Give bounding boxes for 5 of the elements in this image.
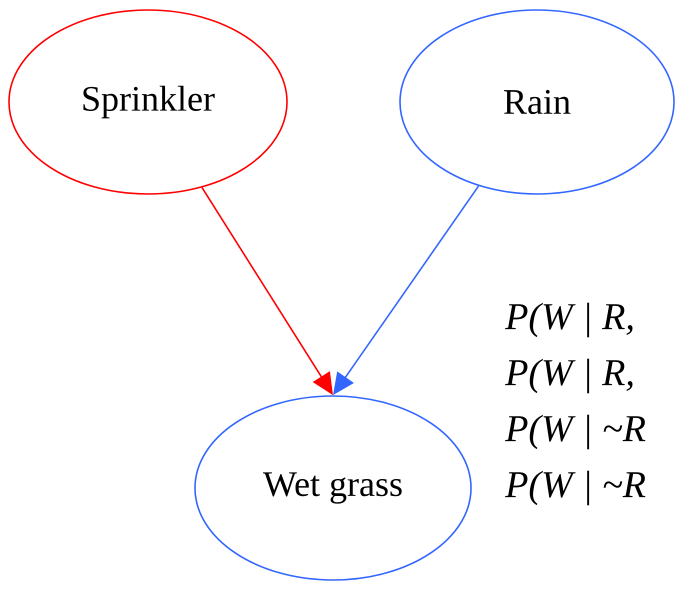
formula-text: P(W | R, — [505, 302, 632, 338]
formula-text: P(W | R, — [505, 358, 632, 394]
ellipse-node: Rain — [399, 9, 675, 195]
ellipse-node: Sprinkler — [8, 9, 288, 195]
ellipse-node: Wet grass — [194, 395, 472, 581]
